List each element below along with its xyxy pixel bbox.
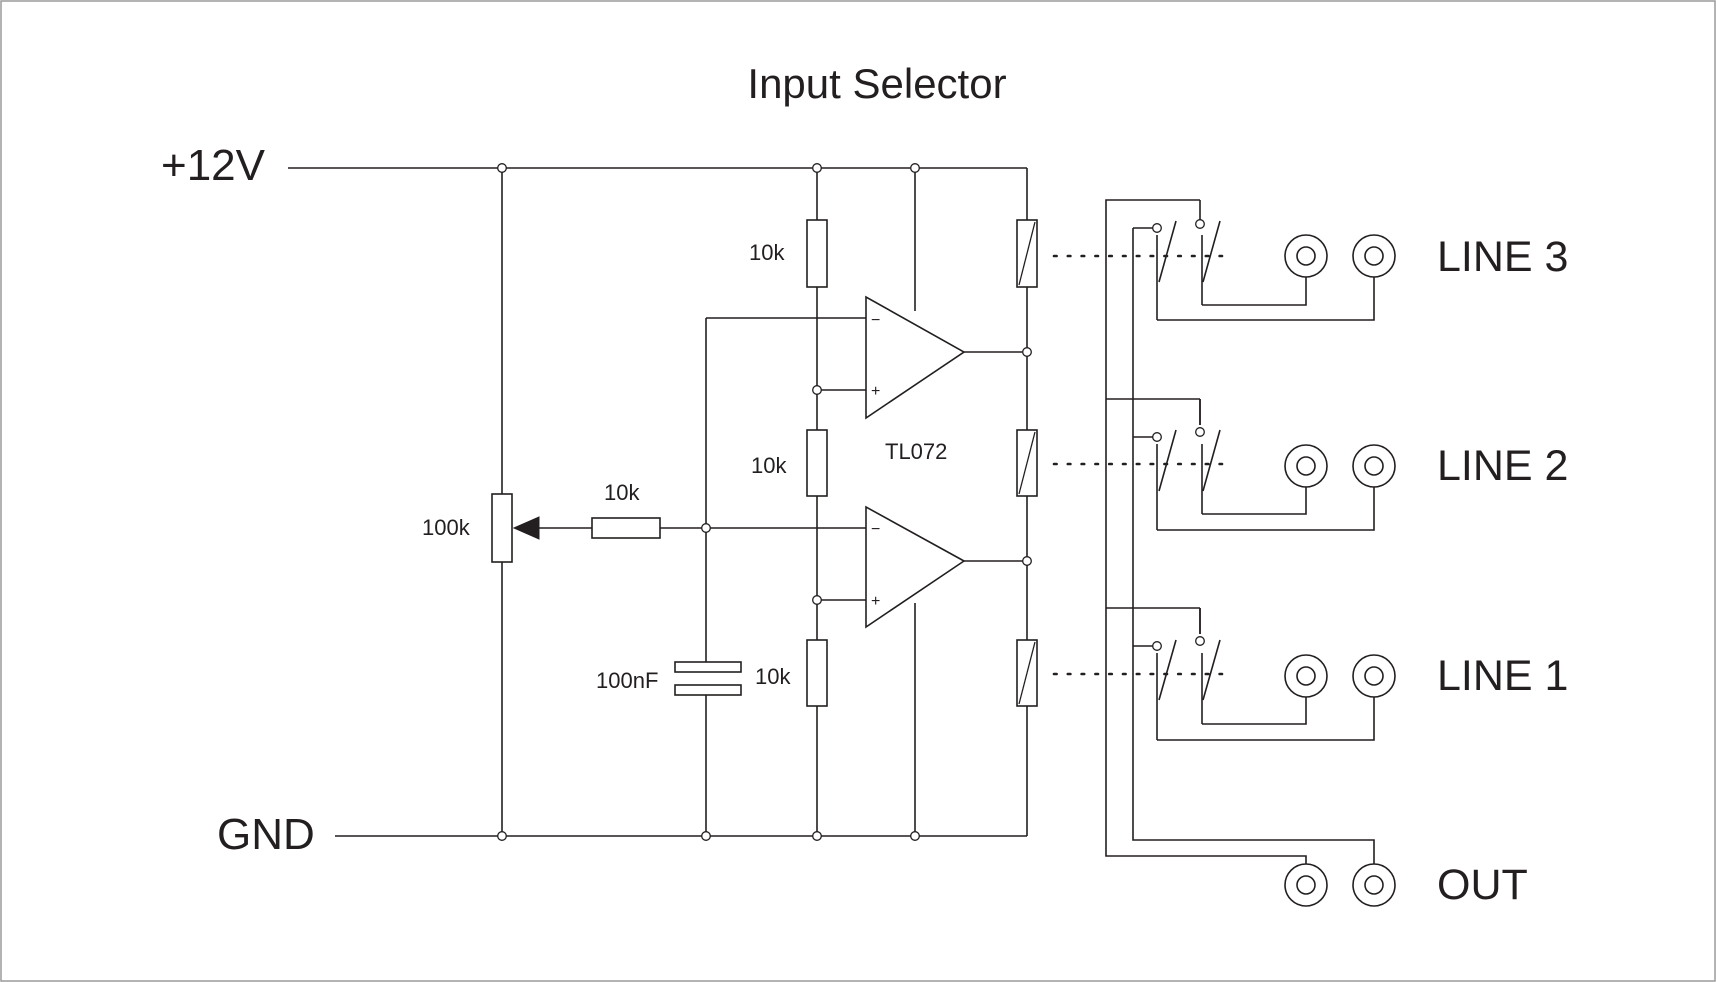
divider-top-label: 10k (749, 240, 785, 265)
divider-resistor-top (806, 219, 828, 288)
opamp-a-minus-sign: − (871, 312, 880, 329)
potentiometer-100k (491, 168, 592, 836)
capacitor-100nf (674, 317, 866, 836)
wiper-resistor (591, 517, 866, 539)
opamp-b-minus-sign: − (871, 521, 880, 538)
relay-contacts-line2 (1106, 399, 1375, 634)
junction-dots (497, 163, 1205, 841)
relay-coils (1016, 168, 1038, 836)
rca-jacks-line3 (1284, 234, 1396, 278)
potentiometer-label: 100k (422, 515, 471, 540)
line3-label: LINE 3 (1437, 233, 1568, 281)
capacitor-plate-top (674, 661, 742, 673)
rca-jacks-line2 (1284, 444, 1396, 488)
divider-mid-label: 10k (751, 453, 787, 478)
power-rails (288, 167, 1027, 837)
opamp-b-plus-sign: + (871, 593, 880, 610)
out-label: OUT (1437, 861, 1528, 909)
output-bus-outer (1105, 199, 1307, 870)
capacitor-label: 100nF (596, 668, 658, 693)
line2-label: LINE 2 (1437, 442, 1568, 490)
divider-bottom-label: 10k (755, 664, 791, 689)
resistor-divider (806, 168, 866, 836)
divider-resistor-mid (806, 429, 828, 497)
relay-contacts-line1 (1133, 608, 1375, 741)
divider-resistor-bottom (806, 639, 828, 707)
opamp-a-plus-sign: + (871, 383, 880, 400)
opamp-label: TL072 (885, 439, 947, 464)
opamp-a (865, 295, 1027, 420)
wiper-resistor-label: 10k (604, 480, 640, 505)
capacitor-plate-bottom (674, 684, 742, 696)
opamp-b (865, 505, 1027, 629)
output-bus-inner (1132, 228, 1375, 870)
rca-jacks-line1 (1284, 654, 1396, 698)
relay-linkages (1052, 254, 1224, 676)
rail-positive-label: +12V (161, 141, 266, 190)
rail-ground-label: GND (217, 810, 315, 859)
potentiometer-wiper-arrow (512, 516, 540, 540)
rca-jacks-out (1284, 863, 1396, 907)
diagram-title: Input Selector (747, 60, 1006, 107)
potentiometer-body (491, 493, 513, 563)
output-buses (1105, 199, 1375, 870)
relay-contacts-line3 (1106, 200, 1375, 425)
line1-label: LINE 1 (1437, 652, 1568, 700)
